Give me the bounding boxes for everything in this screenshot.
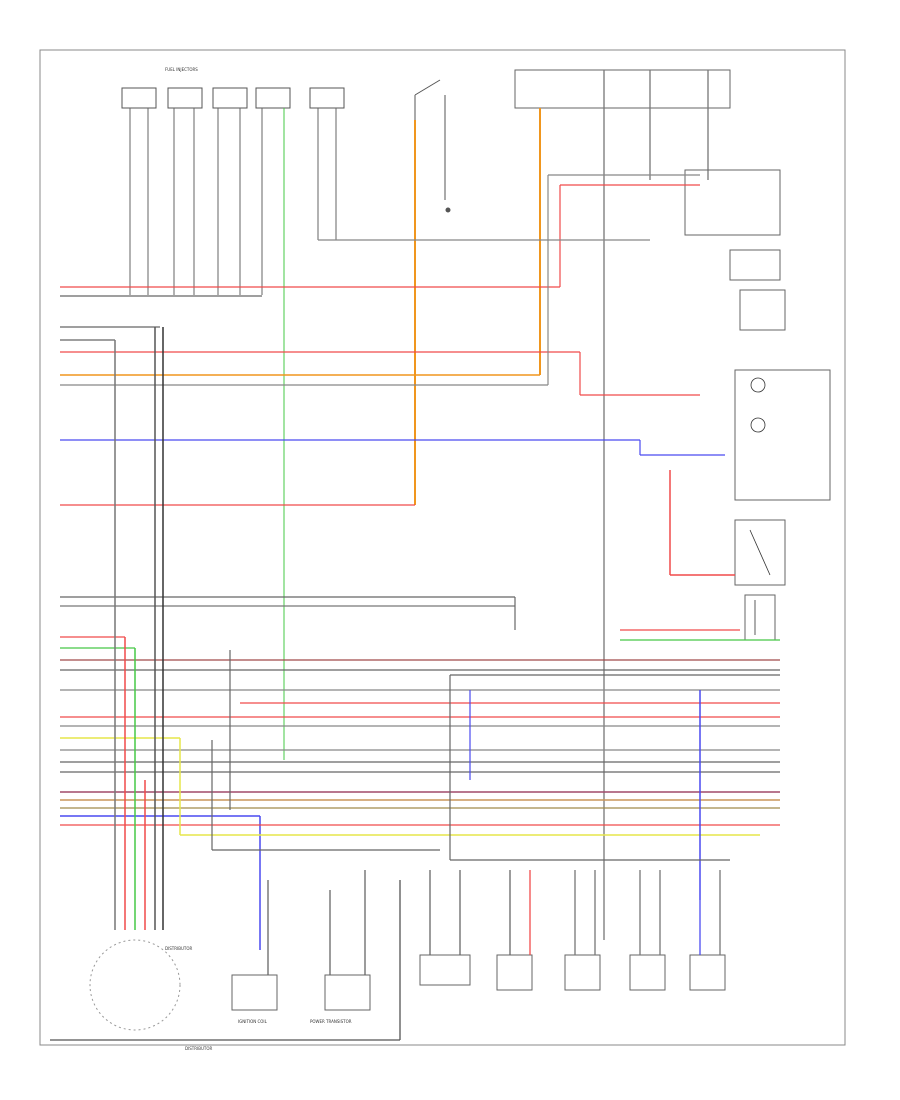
horizontal-wires — [60, 174, 780, 950]
relay-coil-symbols — [749, 377, 771, 635]
egr-solenoid — [496, 954, 533, 991]
relay-group — [684, 169, 831, 641]
ignition-coil-label: IGNITION COIL — [238, 1019, 268, 1024]
canister-purge — [419, 954, 471, 986]
fuse-block — [514, 69, 731, 940]
power-transistor-label: POWER TRANSISTOR — [310, 1019, 352, 1024]
vertical-trunk — [114, 327, 164, 930]
knock-sensor-box — [629, 954, 666, 991]
fuel-injector-group: FUEL INJECTORS — [121, 67, 345, 760]
ignition-coil: IGNITION COIL — [231, 974, 278, 1024]
diagram-frame — [39, 49, 846, 1046]
header-label: FUEL INJECTORS — [165, 67, 198, 72]
distributor-label: DISTRIBUTOR — [165, 946, 192, 951]
oxygen-sensor-box — [564, 954, 601, 991]
power-transistor: POWER TRANSISTOR — [310, 974, 371, 1024]
bottom-verticals — [50, 870, 721, 1041]
footer-left-label: DISTRIBUTOR — [185, 1046, 212, 1051]
speed-sensor-box — [689, 954, 726, 991]
distributor: DISTRIBUTOR — [89, 939, 192, 1031]
idle-switch-symbol — [414, 79, 451, 213]
